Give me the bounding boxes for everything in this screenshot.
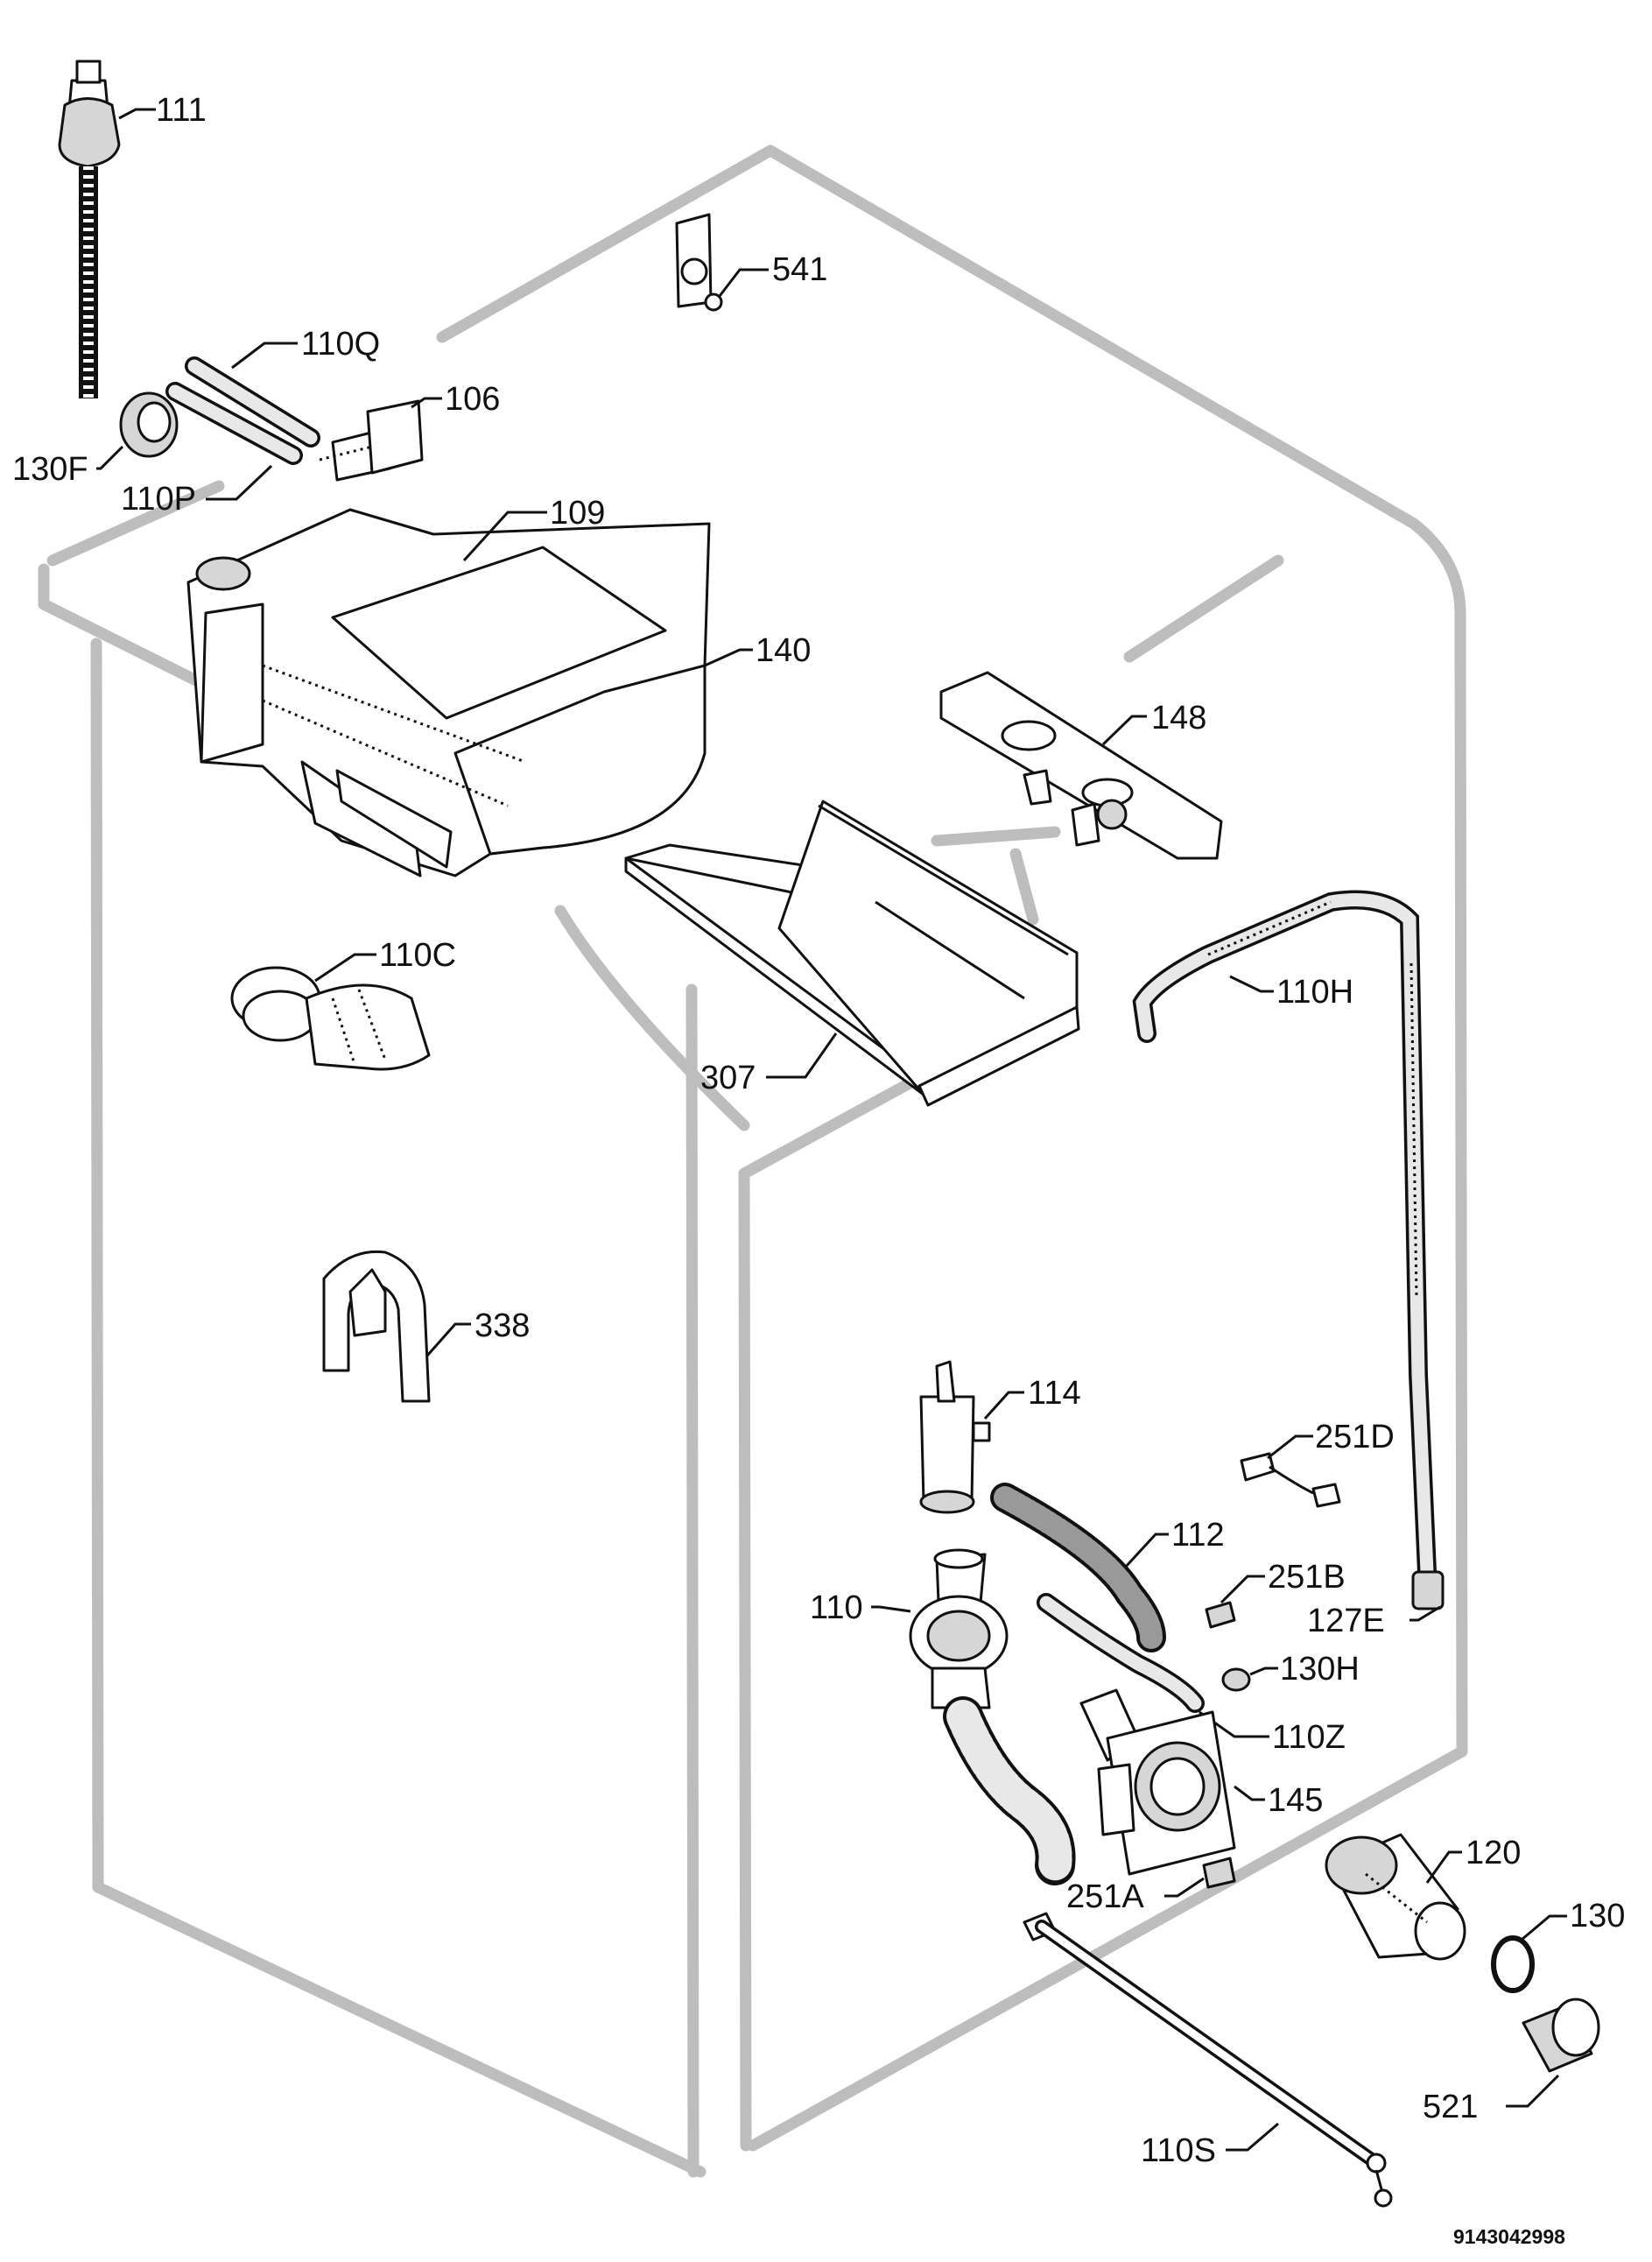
part-148-dispenser-cover (939, 671, 1223, 860)
part-307-drawer (624, 800, 1080, 1107)
label-110Q: 110Q (301, 326, 380, 363)
label-521: 521 (1423, 2089, 1478, 2125)
label-111: 111 (156, 92, 207, 129)
label-114: 114 (1028, 1375, 1081, 1412)
cabinet-outline (38, 144, 1468, 2178)
label-130F: 130F (12, 451, 88, 488)
part-110Q-110P-tubes (165, 342, 320, 501)
label-110S: 110S (1141, 2132, 1216, 2169)
label-148: 148 (1151, 700, 1206, 736)
part-130H-grommet (1221, 1667, 1278, 1692)
label-110: 110 (810, 1589, 863, 1626)
part-109-140-dispenser-housing (186, 508, 753, 877)
part-111-inlet-hose (58, 60, 156, 398)
part-114-pressure-chamber (919, 1360, 1024, 1514)
label-106: 106 (445, 381, 500, 418)
label-110C: 110C (379, 937, 456, 974)
label-140: 140 (756, 632, 811, 669)
part-130-o-ring (1491, 1914, 1567, 1993)
label-251A: 251A (1066, 1878, 1144, 1915)
part-145-pump (1079, 1688, 1265, 1876)
label-110H: 110H (1276, 974, 1353, 1011)
label-307: 307 (700, 1060, 756, 1096)
part-110S-drain-tube (1023, 1912, 1393, 2208)
label-109: 109 (550, 495, 605, 532)
label-110P: 110P (121, 481, 196, 518)
part-110-sump-hose (871, 1548, 1076, 1885)
label-130: 130 (1570, 1898, 1625, 1934)
part-120-filter (1325, 1833, 1466, 1961)
part-106-valve (319, 397, 442, 482)
label-338: 338 (475, 1307, 530, 1344)
label-145: 145 (1268, 1782, 1323, 1819)
part-251A-connector (1164, 1857, 1236, 1898)
label-110Z: 110Z (1272, 1719, 1346, 1756)
part-251D-wiring (1240, 1434, 1341, 1508)
label-127E: 127E (1307, 1603, 1385, 1639)
reference-number: 9143042998 (1453, 2225, 1565, 2248)
label-251D: 251D (1315, 1419, 1395, 1455)
part-541-clip (675, 213, 769, 312)
part-130F-nut (96, 391, 179, 470)
part-251B-connector (1205, 1575, 1265, 1629)
label-130H: 130H (1280, 1651, 1360, 1688)
part-338-hose-guide (322, 1250, 471, 1403)
part-110H-127E-drain-hose (1132, 890, 1445, 1622)
part-112-corrugated-hose (990, 1483, 1169, 1652)
label-251B: 251B (1268, 1559, 1346, 1596)
part-110C-bellows (230, 953, 431, 1071)
label-120: 120 (1466, 1835, 1521, 1871)
part-521-plug (1506, 1998, 1600, 2108)
label-541: 541 (772, 251, 827, 288)
label-112: 112 (1171, 1517, 1225, 1554)
callout-labels: 111 541 110Q 106 130F 110P 109 140 148 1… (12, 92, 1625, 2248)
